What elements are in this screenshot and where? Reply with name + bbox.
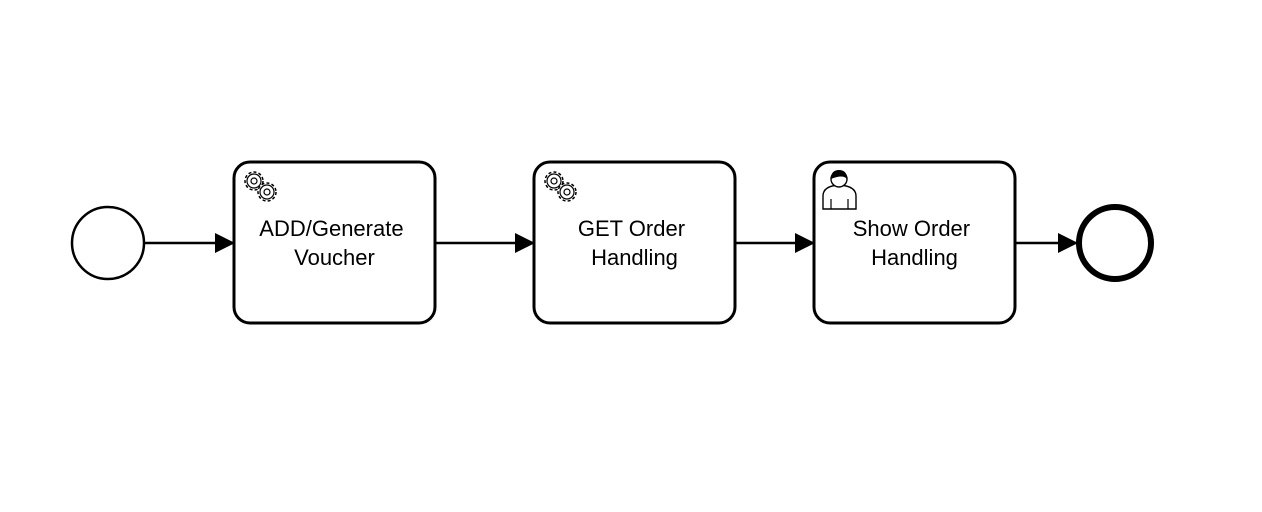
task-label-line-2: Voucher [294, 245, 375, 270]
user-icon [822, 170, 857, 210]
svg-text:ADD/Generate Voucher: ADD/Generate Voucher [259, 216, 409, 270]
start-event[interactable] [70, 205, 146, 281]
task-label-line-2: Handling [591, 245, 678, 270]
task-label-line-1: ADD/Generate [259, 216, 403, 241]
task-label-line-1: GET Order [578, 216, 685, 241]
task-label-line-1: Show Order [853, 216, 970, 241]
svg-text:GET Order Handling: GET Order Handling [578, 216, 691, 270]
task-add-generate-voucher[interactable]: ADD/Generate Voucher [232, 160, 437, 325]
task-show-order-handling[interactable]: Show Order Handling [812, 160, 1017, 325]
task-label-line-2: Handling [871, 245, 958, 270]
svg-text:Show Order Handling: Show Order Handling [853, 216, 977, 270]
task-get-order-handling[interactable]: GET Order Handling [532, 160, 737, 325]
end-event[interactable] [1076, 204, 1154, 282]
